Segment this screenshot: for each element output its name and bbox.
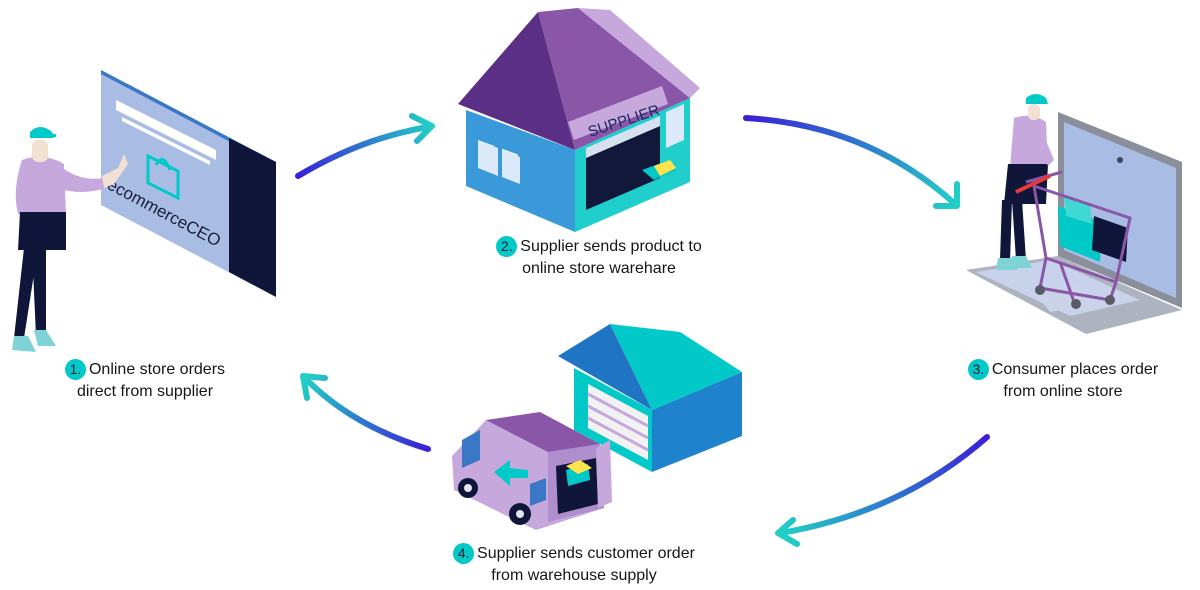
step-1-line-1: Online store orders — [88, 361, 226, 378]
shopping-bag-icon — [146, 153, 180, 201]
step-4-caption: 4.Supplier sends customer order from war… — [418, 543, 730, 587]
left-arrow-icon — [494, 460, 528, 486]
step-3-line-1: Consumer places order — [991, 361, 1159, 378]
step-4-number-badge: 4. — [453, 543, 475, 564]
step-1-line-2: direct from supplier — [76, 383, 214, 400]
arrow-3-to-4 — [775, 434, 990, 547]
step-3-number-badge: 3. — [967, 359, 989, 380]
arrow-2-to-3 — [743, 115, 960, 209]
ecommerce-screen: ecommerceCEO — [101, 70, 276, 297]
warehouse-garage — [558, 324, 742, 472]
step-2-line-2: online store warehare — [522, 260, 676, 277]
step-1-caption: 1.Online store orders direct from suppli… — [40, 359, 250, 403]
step-2-line-1: Supplier sends product to — [520, 238, 702, 255]
shopper-figure — [996, 94, 1054, 270]
step-2-caption: 2.Supplier sends product to online store… — [468, 236, 730, 280]
step-4-line-1: Supplier sends customer order — [477, 545, 695, 562]
step-3-caption: 3.Consumer places order from online stor… — [943, 359, 1183, 403]
step-4-line-2: from warehouse supply — [491, 567, 657, 584]
step-2-number-badge: 2. — [496, 236, 518, 257]
delivery-van — [452, 412, 612, 530]
store-owner-figure — [12, 127, 128, 352]
shopping-cart-icon — [1015, 170, 1132, 309]
arrow-4-to-1 — [300, 373, 431, 452]
supplier-warehouse: SUPPLIER — [458, 8, 700, 232]
step-3-line-2: from online store — [1003, 383, 1123, 400]
arrow-1-to-2 — [295, 113, 435, 179]
step-1-number-badge: 1. — [64, 359, 86, 380]
